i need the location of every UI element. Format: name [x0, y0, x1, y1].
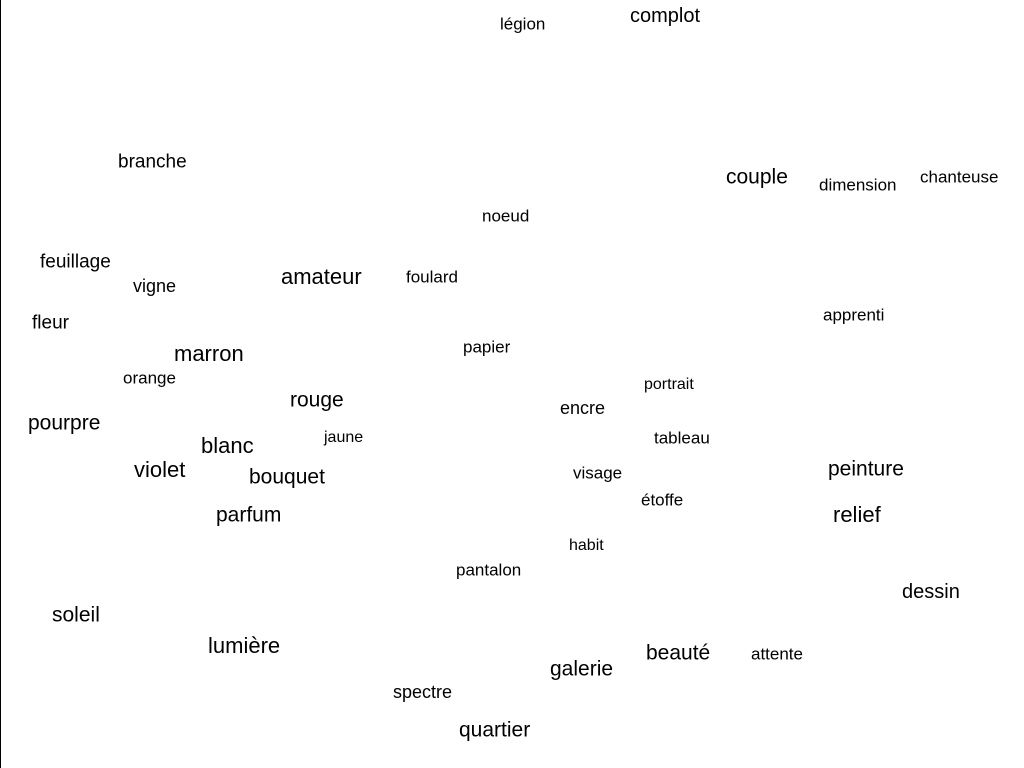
word-label: encre: [560, 398, 606, 418]
word-label: dessin: [902, 581, 960, 603]
word-label: apprenti: [823, 305, 885, 325]
word-label: branche: [118, 151, 187, 173]
word-label: dimension: [819, 175, 897, 195]
word-label: relief: [833, 502, 881, 527]
word-label: vigne: [133, 276, 177, 296]
word-label: habit: [569, 537, 604, 554]
word-label: quartier: [459, 718, 531, 742]
word-label: foulard: [406, 267, 458, 287]
word-label: peinture: [828, 457, 904, 481]
word-label: légion: [500, 14, 546, 34]
word-label: pantalon: [456, 560, 522, 580]
word-label: rouge: [290, 388, 344, 412]
word-label: bouquet: [249, 465, 325, 489]
word-label: orange: [123, 368, 176, 388]
word-label: chanteuse: [920, 167, 999, 187]
word-label: papier: [463, 337, 511, 357]
word-label: violet: [134, 457, 186, 482]
word-label: pourpre: [28, 411, 101, 435]
word-label: soleil: [52, 603, 100, 627]
word-label: beauté: [646, 641, 711, 665]
word-label: couple: [726, 165, 788, 189]
word-label: attente: [751, 644, 803, 664]
word-label: parfum: [216, 503, 282, 527]
word-label: étoffe: [641, 490, 684, 510]
word-label: blanc: [201, 433, 254, 458]
word-label: marron: [174, 341, 244, 366]
word-label: complot: [630, 5, 701, 27]
word-label: tableau: [654, 428, 710, 448]
word-label: amateur: [281, 264, 362, 289]
word-label: fleur: [32, 312, 69, 334]
word-label: spectre: [393, 682, 453, 702]
word-label: lumière: [208, 633, 281, 658]
word-label: visage: [573, 463, 623, 483]
word-label: galerie: [550, 657, 614, 681]
word-label: noeud: [482, 206, 530, 226]
word-label: feuillage: [40, 251, 111, 273]
left-axis-line: [0, 0, 1, 768]
word-label: portrait: [644, 376, 694, 393]
word-label: jaune: [324, 429, 364, 446]
